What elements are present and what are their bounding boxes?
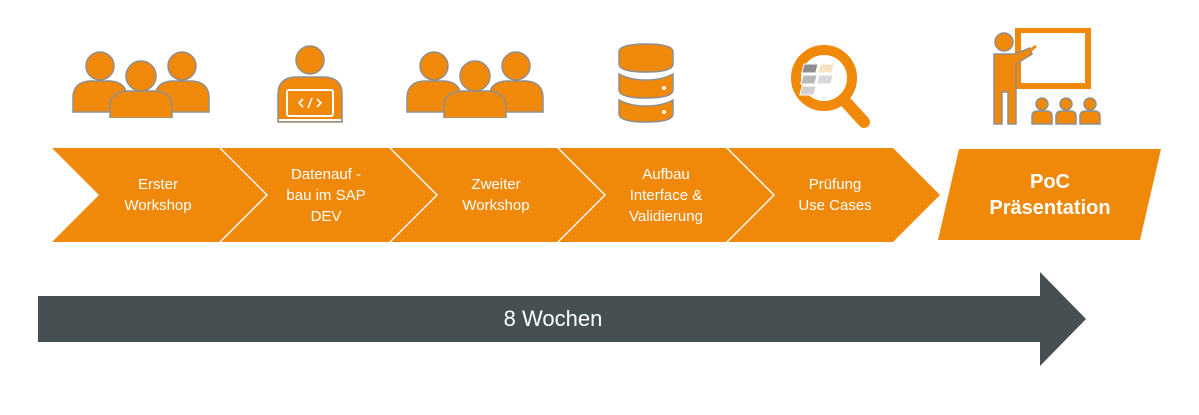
group-icon <box>70 48 212 118</box>
step-5-line-1: Prüfung <box>808 176 862 193</box>
chevron-step-5 <box>728 148 940 242</box>
step-5-label: Prüfung Use Cases <box>777 150 893 240</box>
timeline-label: 8 Wochen <box>503 306 603 331</box>
final-step-label: PoC Präsentation <box>950 152 1150 238</box>
step-4-line-1: Aufbau <box>642 165 690 183</box>
step-2-line-3: DEV <box>310 207 342 225</box>
group-icon <box>404 48 546 118</box>
presentation-icon <box>988 28 1104 128</box>
chevron-step-1 <box>52 148 266 242</box>
step-1-line-2: Workshop <box>124 197 192 214</box>
chevron-step-4 <box>559 148 773 242</box>
chevron-step-3 <box>391 148 604 242</box>
step-2-line-1: Datenauf - <box>290 165 362 183</box>
database-icon <box>616 42 676 124</box>
step-1-line-1: Erster <box>137 176 178 193</box>
magnifier-icon <box>788 42 874 132</box>
chevron-step-2 <box>221 148 436 242</box>
final-step-line-1: PoC <box>1030 171 1070 193</box>
step-4-line-3: Validierung <box>629 207 703 225</box>
step-4-line-2: Interface & <box>629 186 703 204</box>
final-step-line-2: Präsentation <box>989 197 1111 219</box>
developer-laptop-icon <box>273 42 347 124</box>
step-4-label: Aufbau Interface & Validierung <box>606 150 726 240</box>
timeline-arrow <box>38 272 1086 366</box>
final-step-box <box>938 149 1161 240</box>
step-3-line-2: Workshop <box>462 197 530 214</box>
step-3-line-1: Zweiter <box>471 176 521 193</box>
step-5-line-2: Use Cases <box>798 197 872 214</box>
step-2-line-2: bau im SAP <box>286 186 366 204</box>
step-1-label: Erster Workshop <box>100 150 216 240</box>
step-2-label: Datenauf - bau im SAP DEV <box>268 150 384 240</box>
step-3-label: Zweiter Workshop <box>438 150 554 240</box>
